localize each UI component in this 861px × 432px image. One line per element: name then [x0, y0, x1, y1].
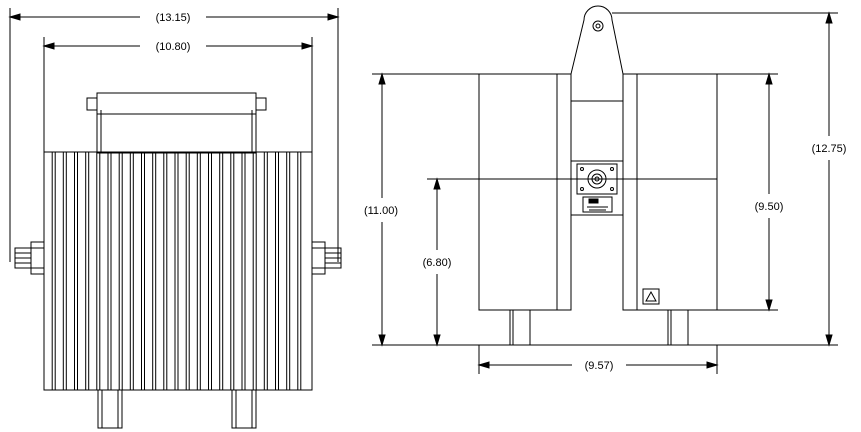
dim-side-body-height: (11.00) [364, 205, 398, 217]
dim-front-body-width: (10.80) [156, 41, 191, 53]
dim-side-depth: (9.57) [585, 360, 614, 372]
dim-side-connector-height: (6.80) [423, 257, 452, 269]
dim-side-total-height: (12.75) [812, 143, 847, 155]
front-view [8, 8, 342, 429]
side-view [372, 5, 838, 374]
dim-side-inner-height: (9.50) [755, 201, 784, 213]
cooling-fins [51, 152, 302, 390]
dim-front-overall-width: (13.15) [156, 12, 191, 24]
